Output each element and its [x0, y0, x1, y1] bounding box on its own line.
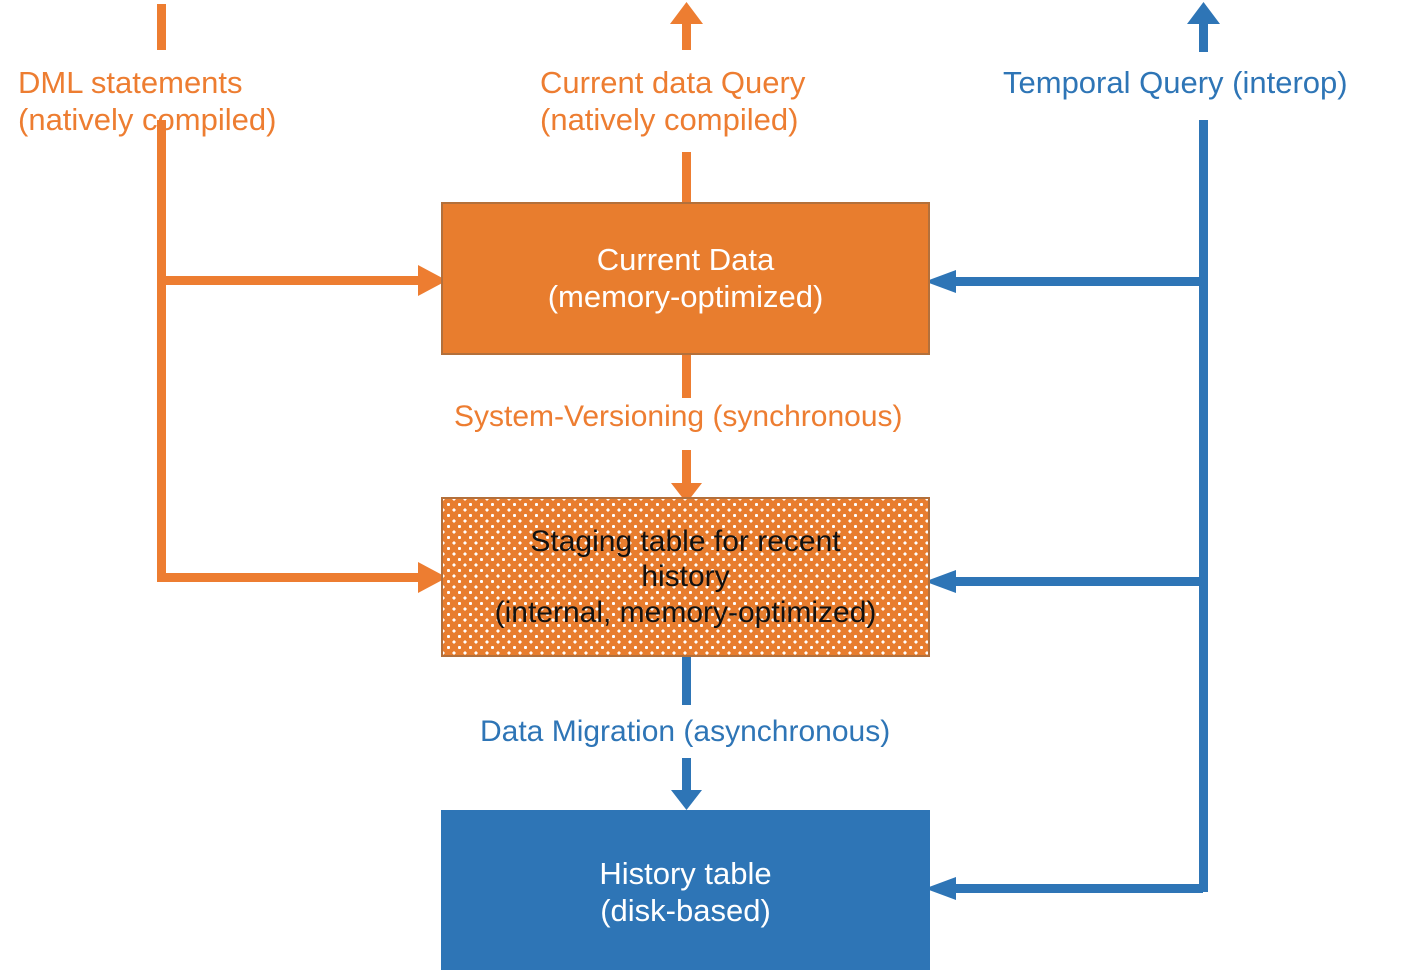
node-history-table-label: History table (disk-based) [599, 855, 772, 928]
connector-dml-to-staging [157, 562, 447, 593]
connector-staging-to-history [671, 657, 702, 810]
node-history-table[interactable]: History table (disk-based) [441, 810, 930, 970]
connector-dml-to-current-data [157, 120, 447, 582]
connector-temporal-query-trunk [1187, 2, 1220, 892]
caption-temporal-query: Temporal Query (interop) [1003, 65, 1348, 100]
connector-dml-trunk-top [157, 4, 166, 50]
node-staging-table[interactable]: Staging table for recent history (intern… [441, 497, 930, 657]
caption-current-data-query: Current data Query (natively compiled) [540, 65, 806, 138]
connector-current-data-query-up [670, 2, 703, 204]
connector-temporal-query-to-staging [925, 570, 1203, 593]
caption-dml-statements: DML statements (natively compiled) [18, 65, 277, 138]
node-staging-table-label: Staging table for recent history (intern… [494, 524, 877, 629]
connector-current-data-to-staging [671, 355, 702, 503]
node-current-data[interactable]: Current Data (memory-optimized) [441, 202, 930, 355]
node-current-data-label: Current Data (memory-optimized) [547, 241, 824, 314]
caption-data-migration: Data Migration (asynchronous) [480, 715, 891, 748]
caption-system-versioning: System-Versioning (synchronous) [454, 400, 903, 433]
connector-temporal-query-to-current-data [925, 270, 1203, 293]
connector-temporal-query-to-history [925, 877, 1203, 900]
